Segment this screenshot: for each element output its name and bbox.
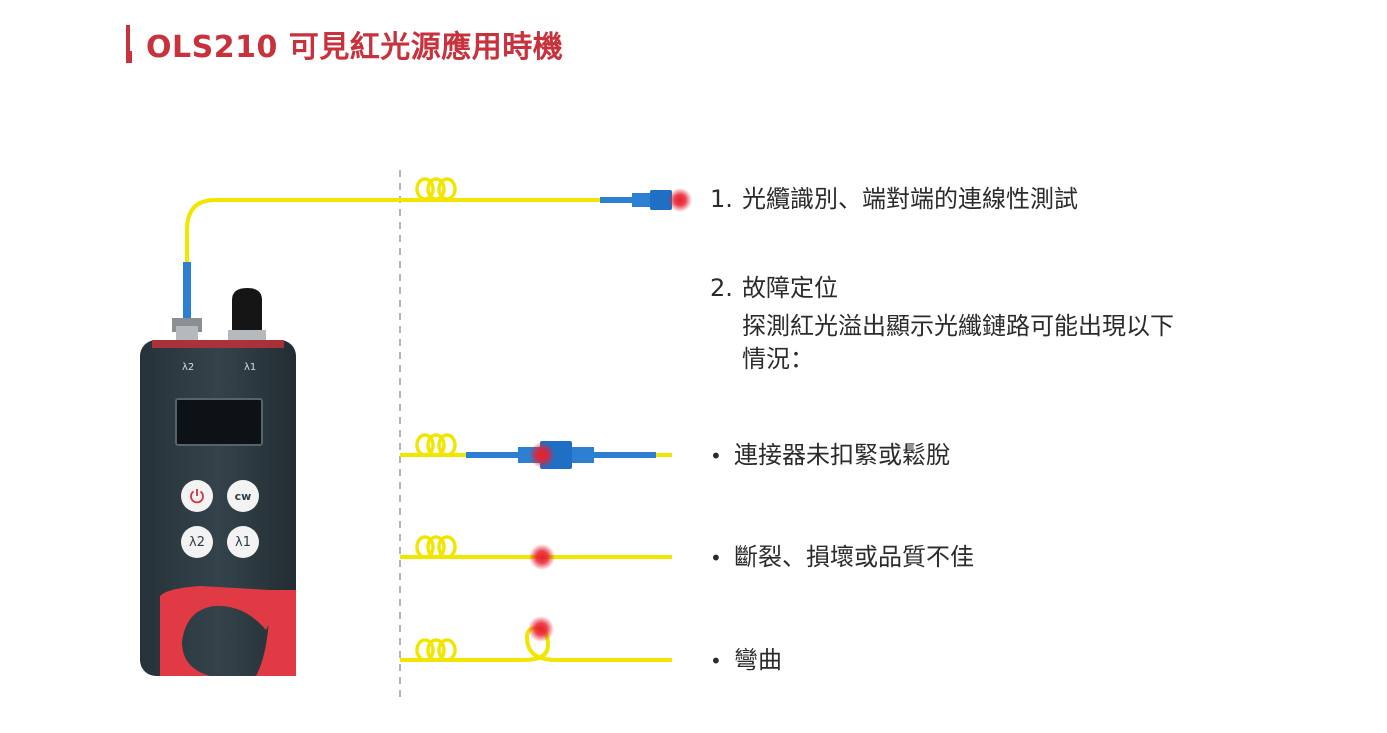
fiber-coil-top <box>415 177 457 201</box>
title-accent-bar <box>126 25 132 63</box>
item-bend: • 彎曲 <box>710 644 782 677</box>
item-connector-marker: • <box>710 444 722 468</box>
page-title: OLS210 可見紅光源應用時機 <box>146 30 564 65</box>
cw-button-label: cw <box>234 489 252 503</box>
item-connector: • 連接器未扣緊或鬆脫 <box>710 439 950 472</box>
item-2-text: 故障定位 <box>742 274 838 302</box>
item-2-marker: 2. <box>710 274 733 302</box>
item-connector-text: 連接器未扣緊或鬆脫 <box>734 441 950 469</box>
fiber-cable-top <box>185 198 600 262</box>
power-icon <box>190 489 204 504</box>
power-button[interactable] <box>181 480 213 512</box>
item-1: 1. 光纜識別、端對端的連線性測試 <box>710 183 1078 215</box>
port-label-lambda2: λ2 <box>182 362 195 373</box>
lambda2-button-label: λ2 <box>189 534 205 550</box>
port-label-lambda1: λ1 <box>244 362 257 373</box>
item-2-detail-line-1: 探測紅光溢出顯示光纖鏈路可能出現以下 <box>742 312 1174 340</box>
red-light-glow-connector <box>529 442 555 468</box>
fiber-coil-connector <box>415 433 457 457</box>
item-1-marker: 1. <box>710 185 733 213</box>
item-break-marker: • <box>710 546 722 570</box>
cw-button[interactable]: cw <box>227 480 259 512</box>
red-light-glow-bend <box>528 616 554 642</box>
item-break-text: 斷裂、損壞或品質不佳 <box>734 543 974 571</box>
device-fiber-boot <box>183 262 191 320</box>
fiber-coil-break <box>415 535 457 559</box>
lambda2-button[interactable]: λ2 <box>181 526 213 558</box>
fiber-coil-bend <box>415 638 457 662</box>
lambda1-button-label: λ1 <box>235 534 251 550</box>
lambda1-button[interactable]: λ1 <box>227 526 259 558</box>
item-bend-text: 彎曲 <box>734 646 782 674</box>
ols210-device <box>140 288 296 676</box>
item-bend-marker: • <box>710 649 722 673</box>
item-break: • 斷裂、損壞或品質不佳 <box>710 541 974 574</box>
red-light-glow-end <box>668 188 692 212</box>
item-2: 2. 故障定位 <box>710 272 838 304</box>
item-2-detail-line-2: 情況： <box>742 345 814 373</box>
item-1-text: 光纜識別、端對端的連線性測試 <box>742 185 1078 213</box>
title-block: OLS210 可見紅光源應用時機 <box>126 22 563 66</box>
red-light-glow-break <box>529 544 555 570</box>
mated-connector-pair <box>466 441 656 469</box>
